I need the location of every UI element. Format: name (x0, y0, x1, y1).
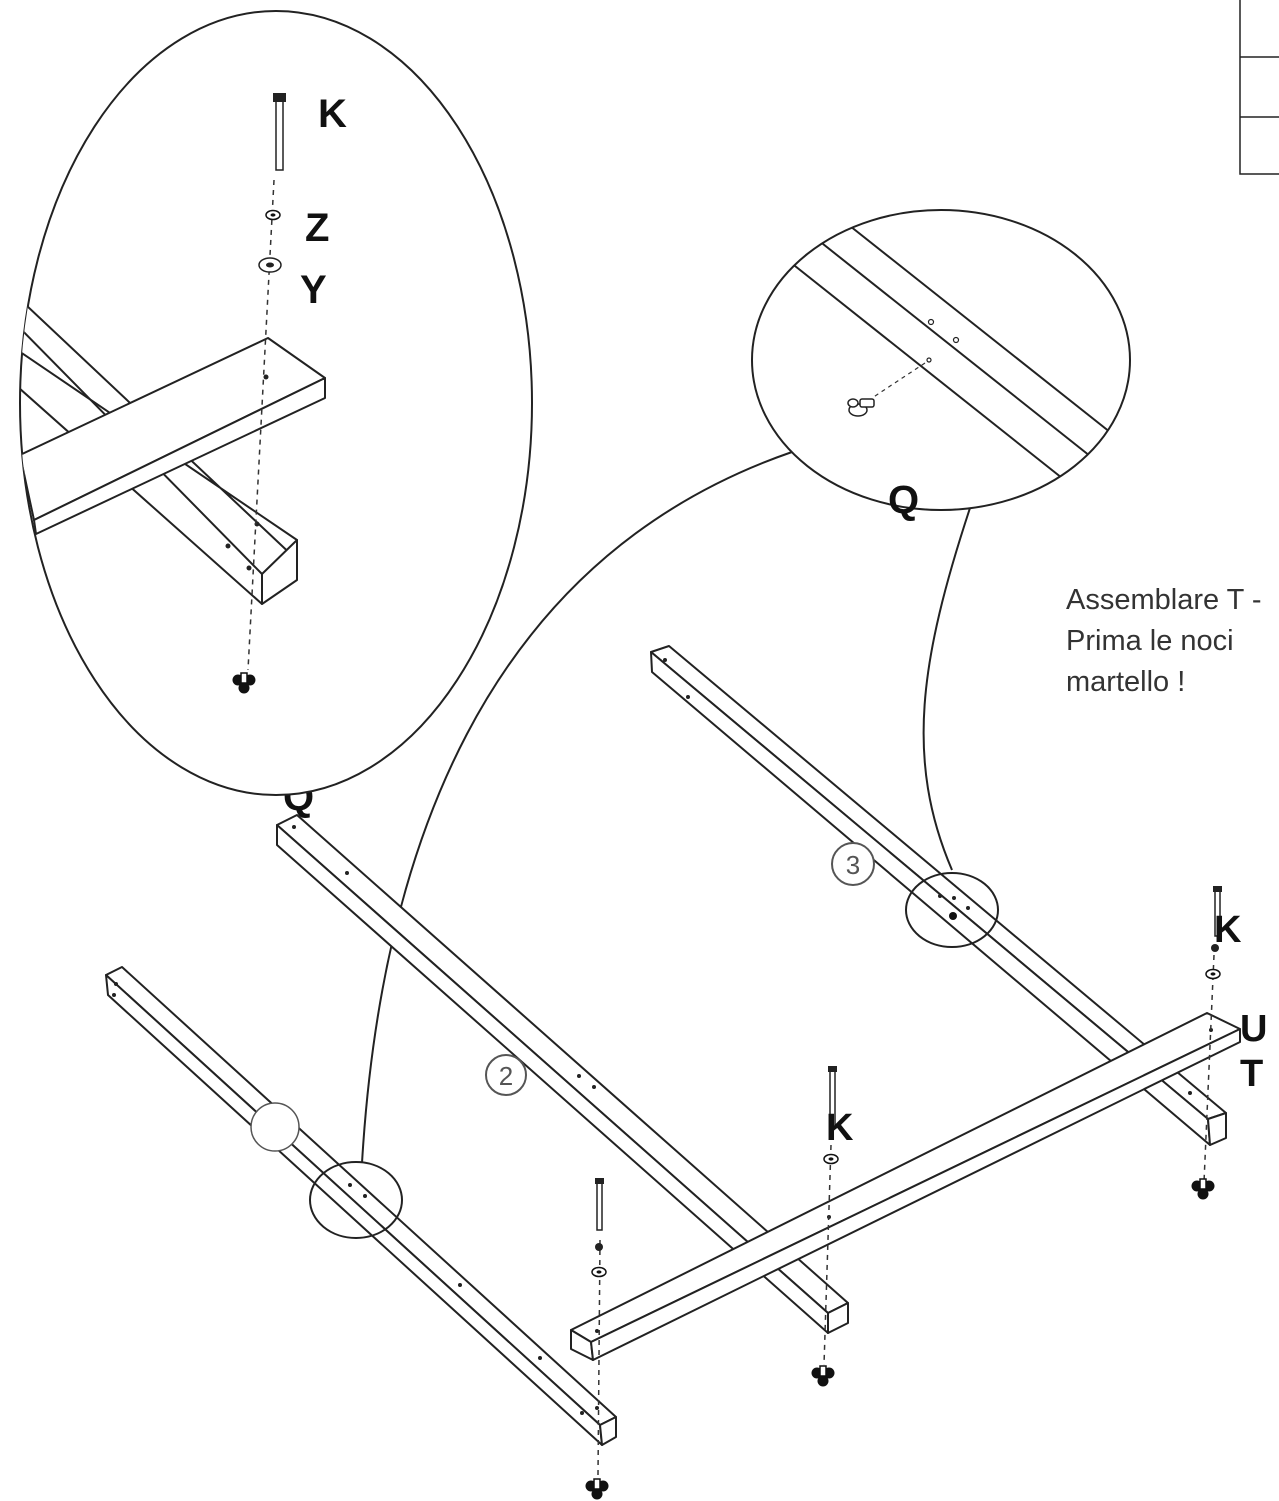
glue-dot (250, 1102, 300, 1152)
instruction-line-3: martello ! (1066, 666, 1186, 698)
label-z-detail: Z (305, 206, 329, 250)
label-k-right: K (1214, 909, 1242, 951)
spring-washer-icon (1211, 944, 1219, 952)
board-t (570, 1012, 1241, 1361)
bolt-icon (596, 1179, 603, 1231)
hardware-stack-right (1190, 886, 1222, 1201)
spring-washer-icon (595, 1243, 603, 1251)
washer-icon (1205, 968, 1221, 980)
hardware-stack-middle (810, 1066, 839, 1388)
detail-view-bolt-assembly: K Z Y (19, 10, 533, 796)
step-2-number: 2 (499, 1061, 513, 1091)
step-3-number: 3 (846, 850, 860, 880)
label-k-middle: K (826, 1107, 854, 1149)
bolt-icon (275, 97, 284, 171)
step-2-badge (485, 1054, 527, 1096)
parts-table-fragment (1239, 0, 1279, 175)
tee-nut-icon (810, 1365, 836, 1388)
hardware-stack-left (584, 1178, 610, 1501)
assembly-instruction: Assemblare T - Prima le noci martello ! (1066, 580, 1279, 703)
detail-view-tee-nut: Q (751, 209, 1131, 522)
detail-circle-right (905, 872, 999, 948)
label-y-detail: Y (300, 268, 327, 312)
washer-icon (823, 1153, 839, 1165)
instruction-line-2: Prima le noci (1066, 625, 1234, 657)
washer-icon (591, 1266, 607, 1278)
label-t: T (1240, 1053, 1263, 1095)
tee-nut-icon (1190, 1178, 1216, 1201)
instruction-line-1: Assemblare T - (1066, 584, 1262, 616)
beam-back (650, 645, 1227, 1146)
beam-middle (276, 814, 849, 1334)
step-3-badge (831, 842, 875, 886)
beam-front-left (105, 966, 617, 1446)
label-k-detail: K (318, 92, 347, 136)
spring-washer-icon (265, 209, 281, 221)
label-q-detail: Q (888, 478, 919, 522)
connector-lines (361, 451, 971, 1164)
detail-circle-left (309, 1161, 403, 1239)
tee-nut-icon (584, 1478, 610, 1501)
label-u: U (1240, 1008, 1267, 1050)
tee-nut-icon (847, 398, 875, 417)
